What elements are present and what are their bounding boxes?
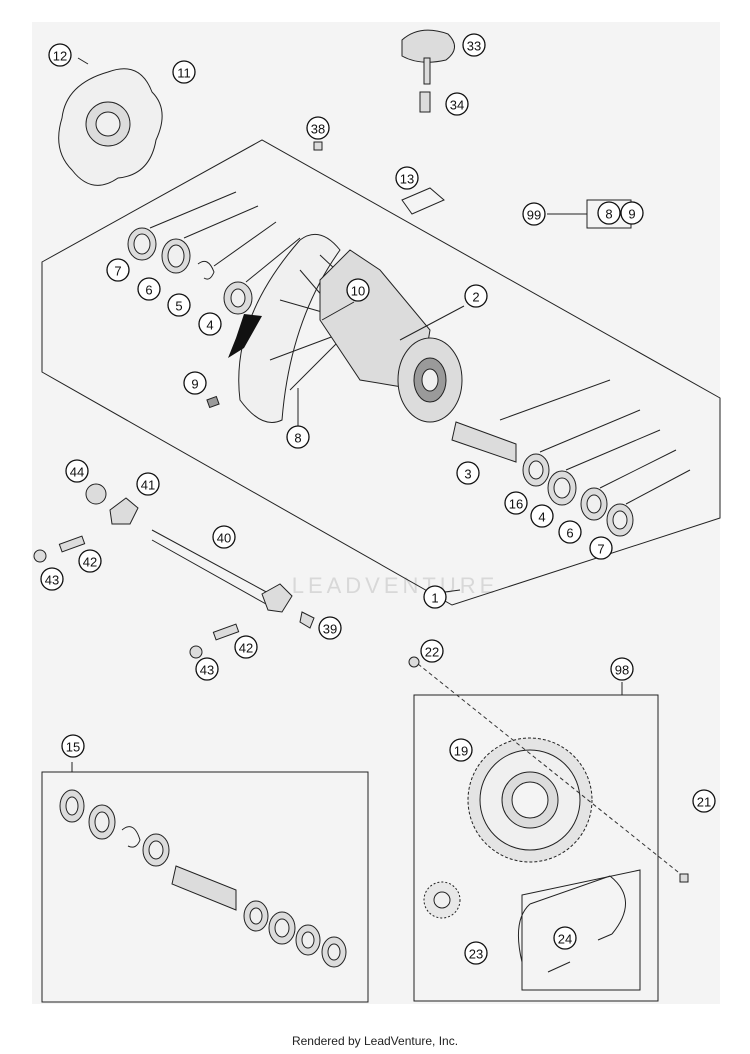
callout-label: 12 — [53, 49, 67, 64]
callout-label: 34 — [450, 98, 464, 113]
callout-label: 43 — [45, 573, 59, 588]
callout-98: 98 — [610, 657, 634, 681]
callout-16: 16 — [504, 491, 528, 515]
wheel-rim — [238, 233, 341, 423]
callout-34: 34 — [445, 92, 469, 116]
spoke-clip — [401, 187, 445, 215]
callout-label: 41 — [141, 478, 155, 493]
bearing-kit-parts — [59, 789, 347, 968]
rotation-arrow — [228, 314, 262, 358]
callout-43: 43 — [40, 567, 64, 591]
callout-label: 99 — [527, 208, 541, 223]
cap-part — [401, 29, 455, 63]
callout-3: 3 — [456, 461, 480, 485]
callout-42: 42 — [234, 635, 258, 659]
callout-label: 40 — [217, 531, 231, 546]
callout-6: 6 — [558, 520, 582, 544]
brake-disc — [58, 68, 163, 186]
callout-15: 15 — [61, 734, 85, 758]
callout-label: 6 — [145, 283, 152, 298]
callout-label: 38 — [311, 122, 325, 137]
callout-2: 2 — [464, 284, 488, 308]
callout-8: 8 — [597, 201, 621, 225]
callout-8: 8 — [286, 425, 310, 449]
callout-label: 44 — [70, 465, 84, 480]
callout-label: 7 — [114, 264, 121, 279]
wheel-hub — [319, 249, 463, 423]
callout-label: 8 — [605, 207, 612, 222]
callout-label: 13 — [400, 172, 414, 187]
wheel-assembly-box — [41, 139, 721, 606]
callout-layer: 1234456677889910111213151619212223243334… — [40, 33, 716, 965]
callout-label: 4 — [538, 510, 545, 525]
callout-12: 12 — [48, 43, 72, 67]
callout-label: 7 — [597, 542, 604, 557]
callout-5: 5 — [167, 293, 191, 317]
callout-99: 99 — [522, 202, 546, 226]
callout-label: 4 — [206, 318, 213, 333]
callout-label: 43 — [200, 663, 214, 678]
rear-sprocket — [467, 737, 593, 863]
callout-label: 33 — [467, 39, 481, 54]
callout-4: 4 — [198, 312, 222, 336]
callout-label: 9 — [191, 377, 198, 392]
callout-label: 3 — [464, 467, 471, 482]
callout-label: 23 — [469, 947, 483, 962]
footer-credit: Rendered by LeadVenture, Inc. — [291, 1034, 459, 1048]
sprocket-kit-box — [413, 694, 659, 1002]
callout-label: 39 — [323, 622, 337, 637]
callout-label: 15 — [66, 740, 80, 755]
callout-label: 22 — [425, 645, 439, 660]
callout-label: 16 — [509, 497, 523, 512]
callout-13: 13 — [395, 166, 419, 190]
callout-label: 9 — [628, 207, 635, 222]
callout-label: 11 — [177, 66, 191, 81]
callout-21: 21 — [692, 789, 716, 813]
callout-4: 4 — [530, 504, 554, 528]
callout-9: 9 — [183, 371, 207, 395]
chain-adjuster — [109, 497, 139, 525]
callout-10: 10 — [346, 278, 370, 302]
callout-label: 1 — [431, 591, 438, 606]
callout-7: 7 — [106, 258, 130, 282]
callout-7: 7 — [589, 536, 613, 560]
callout-24: 24 — [553, 926, 577, 950]
callout-39: 39 — [318, 616, 342, 640]
callout-22: 22 — [420, 639, 444, 663]
spacer-sleeve — [451, 421, 517, 463]
callout-label: 42 — [239, 641, 253, 656]
callout-label: 8 — [294, 431, 301, 446]
callout-label: 6 — [566, 526, 573, 541]
watermark-text: LEADVENTURE — [291, 573, 499, 598]
callout-40: 40 — [212, 525, 236, 549]
callout-23: 23 — [464, 941, 488, 965]
callout-6: 6 — [137, 277, 161, 301]
axle-nut — [261, 583, 293, 613]
callout-44: 44 — [65, 459, 89, 483]
chain-box — [521, 869, 641, 991]
callout-42: 42 — [78, 549, 102, 573]
callout-9: 9 — [620, 201, 644, 225]
callout-label: 98 — [615, 663, 629, 678]
callout-label: 10 — [351, 284, 365, 299]
callout-label: 24 — [558, 932, 572, 947]
callout-label: 5 — [175, 299, 182, 314]
callout-33: 33 — [462, 33, 486, 57]
callout-label: 2 — [472, 290, 479, 305]
callout-38: 38 — [306, 116, 330, 140]
callout-43: 43 — [195, 657, 219, 681]
callout-label: 42 — [83, 555, 97, 570]
callout-label: 19 — [454, 744, 468, 759]
callout-label: 21 — [697, 795, 711, 810]
callout-1: 1 — [423, 585, 447, 609]
callout-19: 19 — [449, 738, 473, 762]
callout-11: 11 — [172, 60, 196, 84]
callout-41: 41 — [136, 472, 160, 496]
